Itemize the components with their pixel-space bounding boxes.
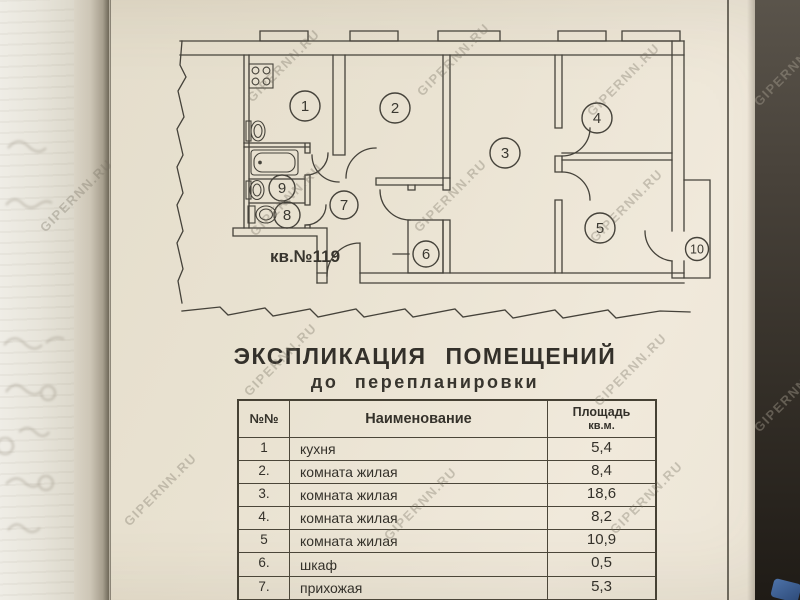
svg-text:6: 6	[422, 246, 430, 263]
svg-text:5: 5	[596, 220, 604, 237]
wall-room2-bottom	[375, 177, 451, 186]
apartment-number-label: кв.№119	[270, 247, 340, 266]
wall-room3-left	[442, 54, 451, 274]
room-label-5: 5	[584, 212, 616, 244]
page-ridges	[0, 0, 74, 600]
document-title: ЭКСПЛИКАЦИЯ ПОМЕЩЕНИЙ	[233, 343, 617, 369]
svg-text:3: 3	[501, 145, 509, 162]
window-bays	[259, 30, 681, 42]
header-area-line2: кв.м.	[588, 419, 615, 432]
room5-door-arc	[561, 171, 591, 201]
bath-door-arc	[305, 152, 329, 176]
table-row: 6. шкаф 0,5	[237, 552, 657, 577]
table-row: 2. комната жилая 8,4	[237, 459, 657, 484]
dark-table-surface	[755, 0, 800, 600]
svg-text:4: 4	[593, 110, 601, 127]
break-line-left	[176, 40, 187, 304]
room-label-7: 7	[329, 190, 359, 220]
bathtub-icon	[250, 149, 299, 176]
header-name: Наименование	[289, 399, 548, 438]
svg-text:2: 2	[391, 100, 399, 117]
header-area-line1: Площадь	[572, 405, 631, 420]
room-label-10: 10	[684, 236, 710, 262]
room-label-1: 1	[289, 90, 321, 122]
room-label-6: 6	[412, 240, 440, 268]
page-stack-edge	[0, 0, 74, 600]
kitchen-sink-icon	[245, 120, 266, 142]
page-crease	[74, 0, 110, 600]
svg-text:9: 9	[278, 180, 286, 197]
header-area: Площадь кв.м.	[547, 399, 657, 438]
svg-text:7: 7	[340, 197, 348, 214]
table-header-row: №№ Наименование Площадь кв.м.	[237, 399, 657, 438]
room-label-4: 4	[581, 102, 613, 134]
page-border-line	[727, 0, 729, 600]
table-row: 3. комната жилая 18,6	[237, 482, 657, 508]
stove-icon	[248, 63, 274, 89]
toilet-door-arc	[305, 204, 327, 226]
wall-room4-room5	[561, 152, 673, 161]
page-edge-line	[110, 0, 111, 600]
room-label-8: 8	[273, 201, 301, 229]
wall-room3-right	[554, 54, 563, 274]
wall-hall	[407, 184, 416, 191]
bath-sink-icon	[245, 179, 265, 201]
svg-text:1: 1	[301, 98, 309, 115]
room-label-3: 3	[489, 137, 521, 169]
kitchen-door-arc	[311, 154, 340, 183]
room-label-2: 2	[379, 92, 411, 124]
wall-top	[179, 40, 685, 56]
table-row: 7. прихожая 5,3	[237, 575, 657, 600]
svg-text:8: 8	[283, 207, 291, 224]
toilet-icon	[247, 205, 277, 224]
wall-bottom	[316, 272, 685, 284]
svg-text:10: 10	[690, 243, 704, 257]
entrance-door-arc	[326, 242, 361, 277]
wall-right	[671, 40, 685, 279]
document-subtitle: до перепланировки	[310, 372, 540, 392]
header-number: №№	[237, 399, 290, 438]
wall-kitchen-right	[332, 54, 346, 156]
room2-door-arc	[345, 147, 377, 179]
explication-table: №№ Наименование Площадь кв.м. 1 кухня 5,…	[237, 399, 657, 600]
room-label-9: 9	[268, 174, 296, 202]
paper-edge-shadow	[747, 0, 755, 600]
balcony-door-arc	[644, 230, 673, 262]
hall-door-arc	[379, 189, 411, 221]
balcony-outline	[683, 179, 711, 279]
break-line-bottom	[181, 306, 691, 319]
table-row: 1 кухня 5,4	[237, 436, 657, 461]
table-row: 5 комната жилая 10,9	[237, 529, 657, 554]
watermark: GIPERNN.RU	[120, 450, 200, 529]
room4-door-arc	[561, 127, 591, 157]
floor-plan: 1 2 3 4 5 6 7 8 9 10 кв.№119	[176, 30, 711, 319]
table-row: 4. комната жилая 8,2	[237, 506, 657, 531]
wall-bottom-left-block	[232, 227, 328, 284]
